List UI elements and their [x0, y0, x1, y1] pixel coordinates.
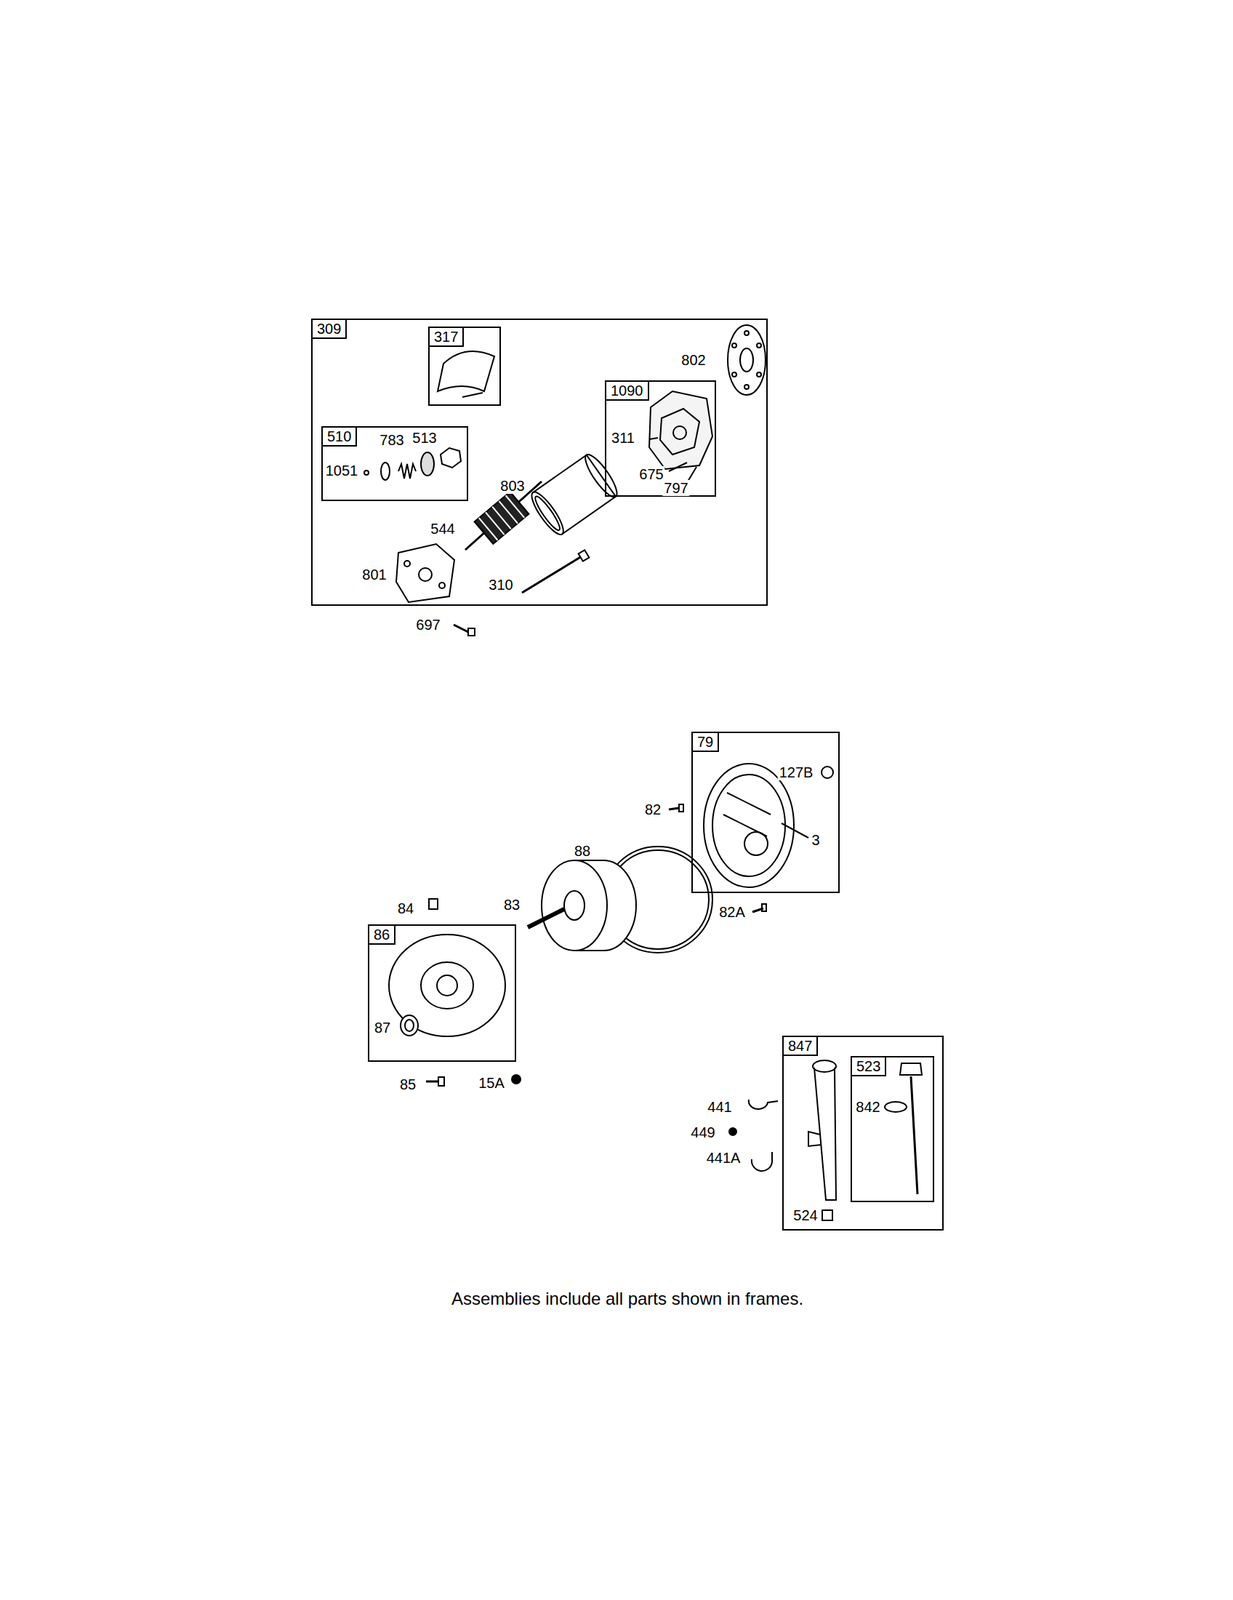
assembly-frame: 847 523: [782, 1035, 944, 1231]
assembly-number: 523: [850, 1055, 887, 1076]
callout-number: 85: [398, 1075, 418, 1092]
assembly-number: 79: [691, 731, 720, 752]
assembly-frame: 317: [428, 326, 501, 406]
callout-number: 544: [428, 520, 456, 537]
callout-number: 449: [689, 1123, 717, 1140]
callout-number: 83: [502, 896, 522, 913]
callout-number: 441A: [705, 1149, 743, 1166]
callout-number: 441: [705, 1098, 733, 1115]
callout-number: 3: [809, 831, 821, 848]
callout-number: 84: [396, 900, 416, 917]
assembly-number: 86: [367, 924, 396, 945]
assembly-number: 847: [782, 1035, 818, 1056]
assembly-number: 510: [321, 426, 357, 447]
callout-number: 311: [609, 429, 637, 446]
callout-number: 513: [410, 429, 438, 446]
assembly-number: 309: [311, 318, 347, 339]
caption: Assemblies include all parts shown in fr…: [451, 1288, 804, 1309]
callout-number: 697: [414, 616, 442, 633]
callout-number: 1051: [324, 462, 360, 479]
callout-number: 87: [372, 1019, 392, 1036]
callout-number: 82A: [717, 903, 747, 920]
assembly-number: 1090: [604, 380, 650, 401]
callout-number: 802: [679, 351, 707, 368]
callout-number: 842: [854, 1098, 882, 1115]
callout-number: 310: [487, 576, 514, 593]
callout-number: 127B: [777, 764, 815, 781]
assembly-frame: 79: [691, 731, 840, 893]
callout-number: 15A: [476, 1074, 506, 1091]
callout-number: 801: [360, 566, 388, 583]
assembly-number: 317: [428, 326, 464, 347]
callout-number: 82: [643, 801, 663, 818]
callout-number: 783: [378, 431, 405, 448]
assembly-frame: 86: [367, 924, 517, 1062]
callout-number: 88: [572, 842, 592, 859]
callout-number: 675: [637, 466, 665, 483]
callout-number: 524: [791, 1206, 819, 1223]
assembly-frame: 523: [850, 1055, 935, 1202]
callout-number: 797: [662, 479, 690, 496]
callout-number: 803: [498, 477, 526, 494]
